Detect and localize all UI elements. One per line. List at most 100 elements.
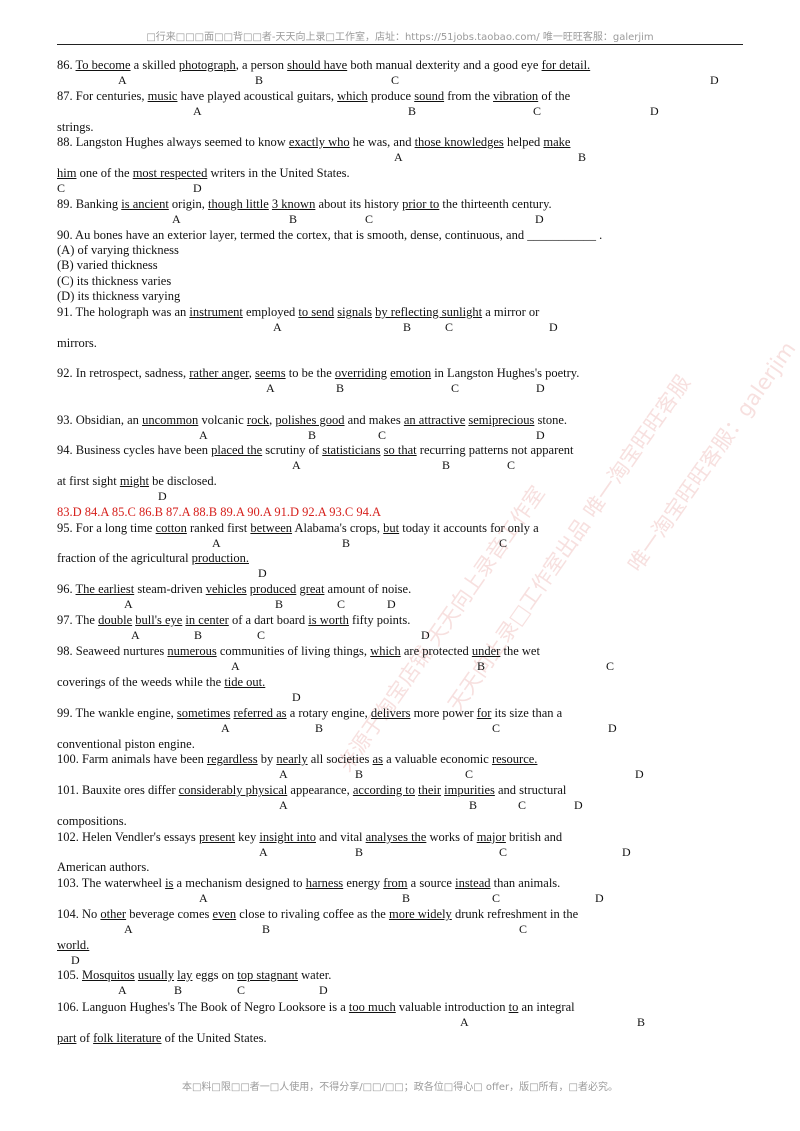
- text-segment: 95. For a long time: [57, 521, 156, 535]
- option-letter: C: [337, 597, 346, 611]
- text-segment: at first sight: [57, 474, 120, 488]
- option-letter: B: [342, 536, 351, 550]
- text-segment: to be the: [285, 366, 335, 380]
- underlined-segment: prior to: [402, 197, 440, 211]
- underlined-segment: signals: [337, 305, 373, 319]
- text-segment: of: [76, 1031, 94, 1045]
- text-segment: 88. Langston Hughes always seemed to kno…: [57, 135, 289, 149]
- text-segment: and makes: [344, 413, 404, 427]
- text-line: 100. Farm animals have been regardless b…: [57, 752, 537, 766]
- text-segment: of a dart board: [228, 613, 309, 627]
- option-letter: A: [124, 597, 133, 611]
- option-letter: D: [71, 953, 80, 967]
- page-footer: 本□料□限□□者一□人使用，不得分享/□□/□□；政各位□得心□ offer，版…: [181, 1082, 618, 1093]
- text-segment: both manual dexterity and a good eye: [347, 58, 542, 72]
- option-letter: A: [279, 767, 288, 781]
- option-letter: B: [275, 597, 284, 611]
- underlined-segment: according to: [352, 783, 415, 797]
- option-letter: D: [608, 721, 617, 735]
- text-segment: 83.D 84.A 85.C 86.B 87.A 88.B 89.A 90.A …: [57, 505, 381, 519]
- option-letter: D: [319, 983, 328, 997]
- text-segment: 96.: [57, 582, 76, 596]
- text-segment: employed: [242, 305, 299, 319]
- underlined-segment: seems: [255, 366, 286, 380]
- text-segment: 103. The waterwheel: [57, 876, 166, 890]
- option-letter: B: [442, 458, 451, 472]
- option-letter: C: [492, 721, 501, 735]
- underlined-segment: their: [418, 783, 442, 797]
- text-segment: the wet: [500, 644, 540, 658]
- option-letter: B: [174, 983, 183, 997]
- underlined-segment: harness: [305, 876, 344, 890]
- text-line: at first sight might be disclosed.: [57, 474, 217, 488]
- text-line: 95. For a long time cotton ranked first …: [57, 521, 539, 535]
- text-line: him one of the most respected writers in…: [57, 166, 350, 180]
- underlined-segment: lay: [177, 968, 193, 982]
- option-letter: A: [172, 212, 181, 226]
- option-letter: D: [535, 212, 544, 226]
- text-line: 90. Au bones have an exterior layer, ter…: [57, 228, 602, 242]
- text-segment: communities of living things,: [216, 644, 371, 658]
- text-line: 88. Langston Hughes always seemed to kno…: [57, 135, 570, 149]
- text-segment: be disclosed.: [149, 474, 217, 488]
- text-segment: a source: [407, 876, 456, 890]
- text-segment: by: [257, 752, 277, 766]
- underlined-segment: vibration: [493, 89, 539, 103]
- text-segment: are protected: [400, 644, 472, 658]
- option-letter: D: [387, 597, 396, 611]
- option-letter: D: [193, 181, 202, 195]
- option-letter: D: [710, 73, 719, 87]
- text-segment: 100. Farm animals have been: [57, 752, 207, 766]
- option-letter: A: [460, 1015, 469, 1029]
- underlined-segment: those knowledges: [414, 135, 504, 149]
- underlined-segment: resource.: [491, 752, 538, 766]
- underlined-segment: To become: [75, 58, 131, 72]
- underlined-segment: polishes good: [275, 413, 345, 427]
- underlined-segment: regardless: [206, 752, 258, 766]
- underlined-segment: even: [212, 907, 237, 921]
- option-letter: A: [118, 73, 127, 87]
- text-segment: a rotary engine,: [286, 706, 371, 720]
- option-letter: D: [536, 381, 545, 395]
- text-line: 97. The double bull's eye in center of a…: [57, 613, 410, 627]
- option-letter: C: [465, 767, 474, 781]
- underlined-segment: statisticians: [322, 443, 381, 457]
- underlined-segment: production.: [191, 551, 249, 565]
- underlined-segment: exactly who: [288, 135, 350, 149]
- option-letter: B: [469, 798, 478, 812]
- text-line: 96. The earliest steam-driven vehicles p…: [57, 582, 411, 596]
- text-segment: , a person: [235, 58, 288, 72]
- option-letter: C: [492, 891, 501, 905]
- option-letter: D: [622, 845, 631, 859]
- text-line: (C) its thickness varies: [57, 274, 171, 288]
- text-segment: produce: [367, 89, 415, 103]
- option-letter: C: [519, 922, 528, 936]
- option-letter: C: [445, 320, 454, 334]
- text-segment: strings.: [57, 120, 94, 134]
- underlined-segment: rather anger: [189, 366, 249, 380]
- option-letter: B: [355, 845, 364, 859]
- underlined-segment: make: [543, 135, 571, 149]
- underlined-segment: rock: [246, 413, 270, 427]
- option-letter: A: [221, 721, 230, 735]
- underlined-segment: sometimes: [176, 706, 231, 720]
- option-letter: D: [650, 104, 659, 118]
- underlined-segment: an attractive: [403, 413, 466, 427]
- underlined-segment: numerous: [167, 644, 217, 658]
- text-line: 94. Business cycles have been placed the…: [57, 443, 574, 457]
- option-letter: A: [199, 891, 208, 905]
- text-line: 103. The waterwheel is a mechanism desig…: [57, 876, 560, 890]
- option-letter: C: [237, 983, 246, 997]
- text-segment: of the United States.: [161, 1031, 267, 1045]
- text-line: 86. To become a skilled photograph, a pe…: [57, 58, 590, 72]
- text-line: fraction of the agricultural production.: [57, 551, 249, 565]
- text-segment: 105.: [57, 968, 82, 982]
- option-letter: B: [477, 659, 486, 673]
- text-segment: an integral: [518, 1000, 575, 1014]
- underlined-segment: most respected: [132, 166, 208, 180]
- text-segment: he was, and: [349, 135, 415, 149]
- text-segment: key: [235, 830, 260, 844]
- underlined-segment: vehicles: [205, 582, 247, 596]
- underlined-segment: emotion: [390, 366, 432, 380]
- text-segment: about its history: [315, 197, 403, 211]
